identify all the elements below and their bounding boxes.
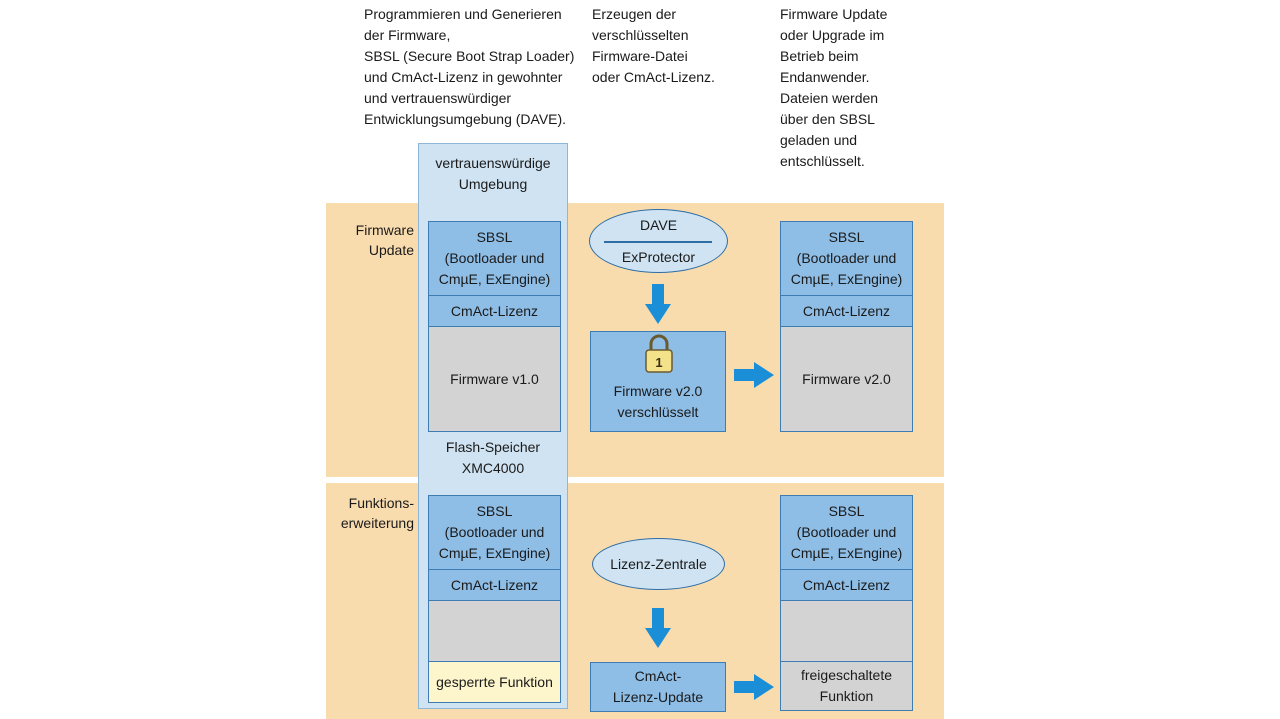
header-encryption: Erzeugen der verschlüsselten Firmware-Da… xyxy=(592,6,715,85)
sbsl-block-right-2: SBSL (Bootloader und CmµE, ExEngine) xyxy=(780,495,913,570)
dave-label: DAVE xyxy=(639,217,678,233)
cmact-license-left-2: CmAct-Lizenz xyxy=(428,569,561,601)
header-update: Firmware Update oder Upgrade im Betrieb … xyxy=(780,6,888,169)
encrypted-firmware-block: Firmware v2.0 verschlüsselt xyxy=(590,331,726,432)
lizenz-zentrale-ellipse: Lizenz-Zentrale xyxy=(592,538,725,590)
unlocked-function-block: freigeschaltete Funktion xyxy=(780,661,913,711)
dave-exprotector-ellipse: DAVE ExProtector xyxy=(589,209,728,273)
firmware-v2-block: Firmware v2.0 xyxy=(780,326,913,432)
trusted-environment-label: vertrauenswürdige Umgebung xyxy=(435,155,551,192)
license-update-block: CmAct- Lizenz-Update xyxy=(590,662,726,712)
ellipse-divider xyxy=(604,241,712,243)
svg-text:1: 1 xyxy=(655,355,662,370)
row-label-funktionserweiterung: Funktions- erweiterung xyxy=(340,495,414,531)
locked-function-block: gesperrte Funktion xyxy=(428,661,561,703)
empty-block-left xyxy=(428,600,561,662)
exprotector-label: ExProtector xyxy=(621,249,696,265)
firmware-v1-block: Firmware v1.0 xyxy=(428,326,561,432)
flash-memory-label: Flash-Speicher XMC4000 xyxy=(445,439,541,476)
empty-block-right xyxy=(780,600,913,662)
sbsl-block-right-1: SBSL (Bootloader und CmµE, ExEngine) xyxy=(780,221,913,296)
padlock-icon: 1 xyxy=(645,334,673,373)
cmact-license-right-2: CmAct-Lizenz xyxy=(780,569,913,601)
sbsl-block-left-2: SBSL (Bootloader und CmµE, ExEngine) xyxy=(428,495,561,570)
arrow-right-icon xyxy=(734,674,774,700)
arrow-right-icon xyxy=(734,362,774,388)
encrypted-firmware-label: Firmware v2.0 verschlüsselt xyxy=(613,383,703,420)
sbsl-block-left-1: SBSL (Bootloader und CmµE, ExEngine) xyxy=(428,221,561,296)
arrow-down-icon xyxy=(645,284,671,324)
cmact-license-right-1: CmAct-Lizenz xyxy=(780,295,913,327)
row-label-firmware-update: Firmware Update xyxy=(355,222,414,258)
arrow-down-icon xyxy=(645,608,671,648)
lizenz-zentrale-label: Lizenz-Zentrale xyxy=(610,556,707,572)
header-programming: Programmieren und Generieren der Firmwar… xyxy=(364,6,575,127)
cmact-license-left-1: CmAct-Lizenz xyxy=(428,295,561,327)
